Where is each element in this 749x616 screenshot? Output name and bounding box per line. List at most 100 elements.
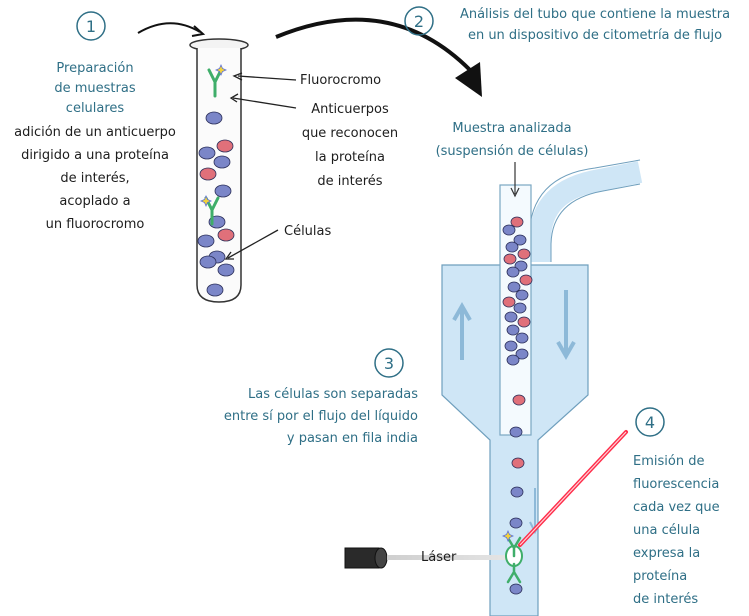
cells-label: Células <box>284 224 332 239</box>
step-2-text: Análisis del tubo que contiene la muestr… <box>460 7 730 43</box>
svg-text:3: 3 <box>384 354 394 373</box>
blue-cell <box>509 426 523 438</box>
blue-cell <box>198 146 216 160</box>
sample-pointer-head <box>510 187 520 198</box>
sample-label: Muestra analizada (suspensión de células… <box>436 121 589 159</box>
step2-arrow <box>275 17 472 72</box>
blue-cell <box>504 340 518 352</box>
svg-text:cada vez que: cada vez que <box>633 500 720 515</box>
svg-text:un fluorocromo: un fluorocromo <box>46 217 145 232</box>
svg-text:Anticuerpos: Anticuerpos <box>311 102 389 117</box>
red-cell <box>503 253 517 265</box>
red-cell <box>517 316 531 328</box>
svg-text:adición de un anticuerpo: adición de un anticuerpo <box>14 125 176 140</box>
svg-text:expresa la: expresa la <box>633 546 700 561</box>
svg-text:de interés: de interés <box>317 174 382 189</box>
blue-cell <box>515 348 529 360</box>
laser-label: Láser <box>421 550 457 565</box>
antibodies-pointer <box>232 97 297 109</box>
fluorochrome-icon <box>501 529 515 543</box>
svg-text:(suspensión de células): (suspensión de células) <box>436 144 589 159</box>
svg-text:proteína: proteína <box>633 569 687 584</box>
blue-cell <box>217 263 235 277</box>
blue-cell <box>506 266 520 278</box>
blue-cell <box>214 184 232 198</box>
svg-text:fluorescencia: fluorescencia <box>633 477 719 492</box>
svg-text:acoplado a: acoplado a <box>59 194 130 209</box>
blue-cell <box>506 324 520 336</box>
red-cell <box>511 457 525 469</box>
step-4-badge: 4 <box>635 407 665 437</box>
blue-cell <box>515 332 529 344</box>
flow-cell <box>441 159 643 616</box>
step-1-badge: 1 <box>76 11 106 41</box>
step-2-badge: 2 <box>404 6 434 36</box>
svg-text:una célula: una célula <box>633 523 700 538</box>
fluorochrome-label: Fluorocromo <box>300 73 381 88</box>
blue-cell <box>213 155 231 169</box>
blue-cell <box>509 583 523 595</box>
fluorochrome-pointer <box>237 75 297 81</box>
svg-text:en un dispositivo de citometrí: en un dispositivo de citometría de flujo <box>468 28 722 43</box>
svg-text:1: 1 <box>86 17 96 36</box>
test-tube <box>189 38 249 303</box>
blue-cell <box>507 281 521 293</box>
svg-text:entre sí por el flujo del líqu: entre sí por el flujo del líquido <box>224 409 418 424</box>
step2-arrowhead <box>455 62 482 97</box>
svg-text:2: 2 <box>414 12 424 31</box>
red-cell <box>517 248 531 260</box>
step-1-text: Preparación de muestras celulares adició… <box>14 61 176 232</box>
red-cell <box>510 216 524 228</box>
blue-cell <box>506 354 520 366</box>
svg-text:de interés,: de interés, <box>60 171 129 186</box>
svg-text:de interés: de interés <box>633 592 698 607</box>
blue-cell <box>515 289 529 301</box>
svg-text:la proteína: la proteína <box>315 150 385 165</box>
blue-cell <box>199 255 217 269</box>
svg-text:celulares: celulares <box>66 101 125 116</box>
blue-cell <box>514 260 528 272</box>
tube-cell-group <box>197 111 235 297</box>
svg-text:dirigido a una proteína: dirigido a una proteína <box>21 148 169 163</box>
red-cell <box>216 139 234 153</box>
svg-text:Análisis del tubo que contiene: Análisis del tubo que contiene la muestr… <box>460 7 730 22</box>
blue-cell <box>513 234 527 246</box>
fluorescence-beam-glow <box>519 431 627 546</box>
red-cell <box>519 274 533 286</box>
step-3-badge: 3 <box>374 348 404 378</box>
step1-arrow <box>137 22 201 34</box>
fluorochrome-icon <box>214 63 228 77</box>
antibodies-label: Anticuerpos que reconocen la proteína de… <box>302 102 398 189</box>
svg-text:Muestra analizada: Muestra analizada <box>452 121 571 136</box>
label-pointers <box>224 72 297 260</box>
step1-arrowhead <box>191 25 206 37</box>
svg-text:y pasan en fila india: y pasan en fila india <box>287 431 418 446</box>
blue-cell <box>197 234 215 248</box>
fluorochrome-icon <box>199 194 213 208</box>
red-cell <box>512 394 526 406</box>
red-cell <box>502 296 516 308</box>
blue-cell <box>205 111 223 125</box>
svg-text:de muestras: de muestras <box>54 81 135 96</box>
step-3-text: Las células son separadas entre sí por e… <box>224 387 418 446</box>
cells-pointer <box>227 229 279 259</box>
blue-cell <box>509 517 523 529</box>
svg-text:4: 4 <box>645 413 655 432</box>
flow-cell-group <box>502 216 533 595</box>
step-4-text: Emisión de fluorescencia cada vez que un… <box>633 454 720 607</box>
blue-cell <box>504 311 518 323</box>
svg-text:Preparación: Preparación <box>56 61 133 76</box>
antibody-icon <box>506 562 522 584</box>
svg-text:Emisión de: Emisión de <box>633 454 704 469</box>
red-cell <box>217 228 235 242</box>
svg-text:que reconocen: que reconocen <box>302 126 398 141</box>
laser-source <box>344 547 517 569</box>
red-cell <box>199 167 217 181</box>
blue-cell <box>502 224 516 236</box>
blue-cell <box>513 302 527 314</box>
blue-cell <box>510 486 524 498</box>
svg-text:Las células son separadas: Las células son separadas <box>248 387 418 402</box>
blue-cell <box>505 241 519 253</box>
blue-cell <box>206 283 224 297</box>
